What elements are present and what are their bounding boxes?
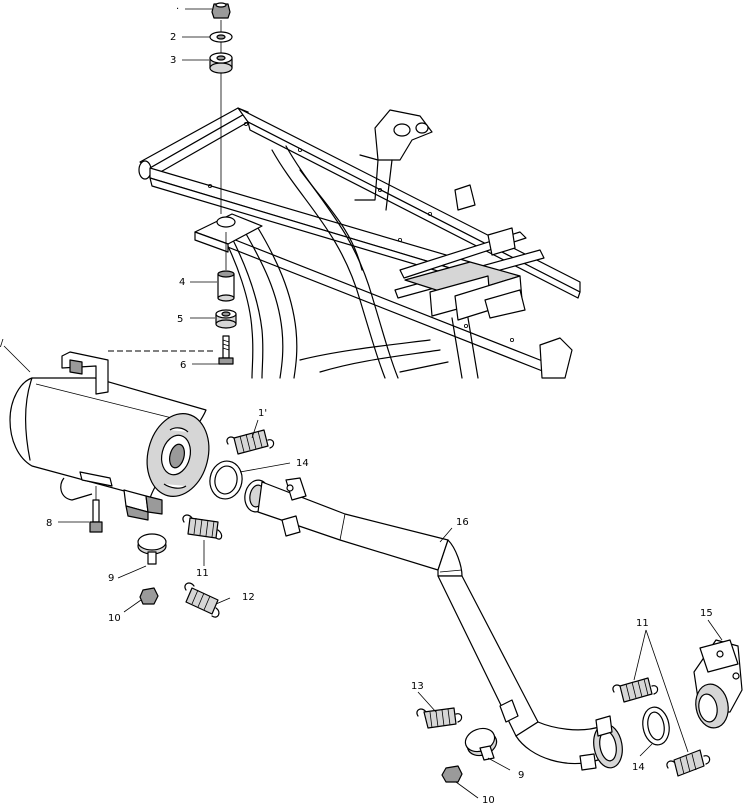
part-1-nut [211, 2, 231, 19]
vehicle-frame [138, 107, 581, 379]
part-11-spring-right-upper [612, 677, 659, 703]
part-12-spring [184, 582, 220, 618]
part-3-grommet [209, 52, 233, 74]
callout-labels: · 2 3 4 5 6 / 8 9 9 10 10 1' 11 11 12 13… [0, 4, 713, 806]
part-15-exhaust-port [693, 639, 743, 729]
callout-15: 15 [700, 608, 713, 619]
callout-9-upper: 9 [108, 573, 114, 584]
part-6-bolt [218, 335, 234, 365]
part-11-spring-upper [226, 429, 275, 455]
callout-1: · [176, 4, 179, 15]
callout-9-lower: 9 [518, 770, 524, 781]
callout-12: 12 [242, 592, 255, 603]
part-11-spring-lower [182, 514, 223, 540]
part-5-grommet [215, 309, 237, 329]
callout-16: 16 [456, 517, 469, 528]
part-8-bolt [89, 486, 103, 533]
callout-11-lower: 11 [196, 568, 209, 579]
part-14-gasket-lower [642, 706, 670, 746]
callout-6: 6 [180, 360, 186, 371]
part-11-spring-right-lower [666, 749, 711, 777]
leader-lines [3, 8, 723, 799]
callout-14-upper: 14 [296, 458, 309, 469]
callout-2: 2 [170, 32, 176, 43]
part-9-mount-isolator [137, 533, 167, 565]
part-16-head-pipe [244, 477, 623, 771]
part-14-gasket-upper [209, 460, 243, 500]
part-9-mount-isolator-lower [464, 727, 498, 761]
callout-13: 13 [411, 681, 424, 692]
callout-7: / [0, 338, 4, 349]
part-13-spring [416, 707, 463, 729]
callout-11-right: 11 [636, 618, 649, 629]
part-2-washer [209, 31, 233, 43]
callout-4: 4 [179, 277, 185, 288]
callout-8: 8 [46, 518, 52, 529]
callout-14-lower: 14 [632, 762, 645, 773]
callout-11-upper: 1' [258, 408, 267, 419]
part-10-nut-lower [441, 765, 463, 783]
callout-5: 5 [177, 314, 183, 325]
part-10-nut [139, 587, 159, 605]
callout-10-upper: 10 [108, 613, 121, 624]
part-4-spacer [217, 270, 235, 302]
callout-3: 3 [170, 55, 176, 66]
callout-10-lower: 10 [482, 795, 495, 804]
part-7-muffler [9, 351, 210, 521]
